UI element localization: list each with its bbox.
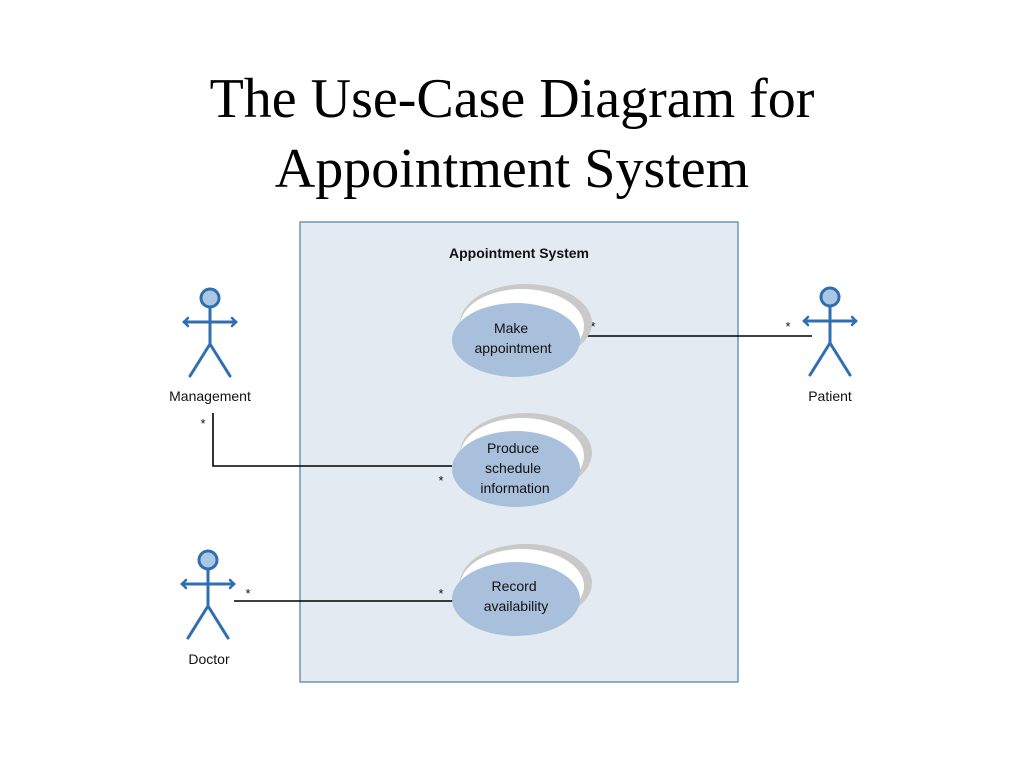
stick-figure-icon [180,549,236,640]
use-case-label-line: information [480,480,549,496]
actor-management: Management [169,287,251,404]
use-case-label-line: availability [484,598,549,614]
use-case-ellipse [452,431,580,507]
actor-patient: Patient [802,286,858,404]
use-case-label: Record availability [484,578,549,614]
actor-label: Management [169,388,251,404]
use-case-make-appointment: Make appointment [452,284,592,377]
multiplicity-management: * [200,416,205,431]
use-case-label: Make appointment [474,320,551,356]
use-case-label-line: appointment [474,340,551,356]
stick-figure-icon [182,287,238,378]
use-case-record-availability: Record availability [452,544,592,636]
title-line-2: Appointment System [274,138,750,200]
actor-label: Doctor [188,651,230,667]
use-case-label-line: schedule [485,460,541,476]
stick-figure-icon [802,286,858,377]
multiplicity-record-availability: * [438,586,443,601]
title-line-1: The Use-Case Diagram for [209,68,815,130]
use-case-label-line: Make [494,320,528,336]
association-management-produce-schedule [212,413,452,467]
system-label: Appointment System [449,245,589,261]
use-case-produce-schedule-information: Produce schedule information [452,413,592,507]
actor-label: Patient [808,388,852,404]
associations [212,335,812,602]
multiplicity-make-appointment: * [590,319,595,334]
use-case-label: Produce schedule information [480,440,549,496]
multiplicity-doctor: * [245,586,250,601]
page-title: The Use-Case Diagram for Appointment Sys… [0,64,1024,204]
use-case-label-line: Produce [487,440,539,456]
use-case-ellipse [452,303,580,377]
multiplicity-produce-schedule: * [438,473,443,488]
multiplicity-labels: * * * * * * [200,319,790,601]
actor-doctor: Doctor [180,549,236,667]
use-case-label-line: Record [491,578,536,594]
multiplicity-patient: * [785,319,790,334]
use-case-ellipse [452,562,580,636]
